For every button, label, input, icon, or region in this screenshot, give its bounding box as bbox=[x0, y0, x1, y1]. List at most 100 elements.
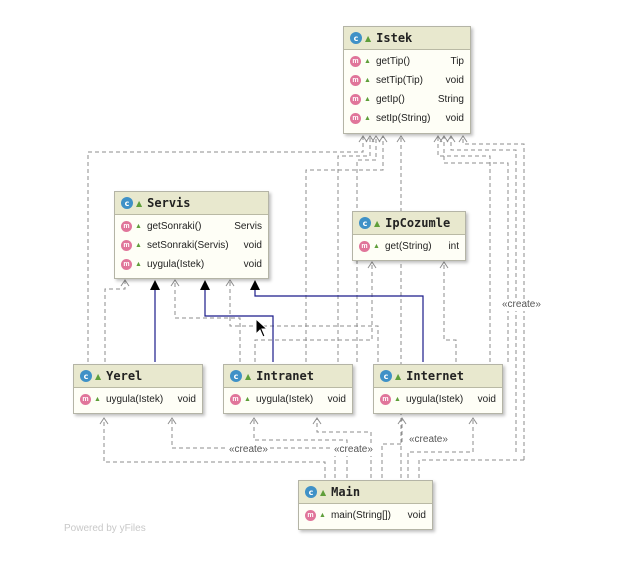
method-name: uygula(Istek) bbox=[405, 394, 464, 405]
visibility-icon: ▲ bbox=[135, 261, 142, 268]
method-type: int bbox=[448, 241, 459, 252]
class-icon: c bbox=[121, 197, 133, 209]
method-type: void bbox=[477, 394, 496, 405]
create-label-intranet: «create» bbox=[333, 444, 374, 456]
method-icon: m bbox=[230, 394, 241, 405]
mouse-cursor-icon bbox=[255, 318, 269, 338]
method-type: void bbox=[177, 394, 196, 405]
dependency-edges bbox=[87, 136, 525, 478]
visibility-icon: ▲ bbox=[135, 242, 142, 249]
class-header: c ▲ Istek bbox=[344, 27, 470, 50]
method-row[interactable]: m▲ uygula(Istek) void bbox=[224, 390, 352, 409]
method-name: uygula(Istek) bbox=[255, 394, 314, 405]
visibility-icon: ▲ bbox=[395, 371, 402, 381]
method-type: void bbox=[445, 75, 464, 86]
inheritance-arrowheads bbox=[150, 280, 260, 290]
class-main[interactable]: c ▲ Main m▲main(String[])void bbox=[298, 480, 433, 530]
visibility-icon: ▲ bbox=[394, 396, 401, 403]
method-row[interactable]: m▲ uygula(Istek) void bbox=[74, 390, 202, 409]
class-yerel[interactable]: c ▲ Yerel m▲uygula(Istek)void bbox=[73, 364, 203, 414]
method-name: setSonraki(Servis) bbox=[146, 240, 229, 251]
visibility-icon: ▲ bbox=[95, 371, 102, 381]
method-row[interactable]: m▲ uygula(Istek) void bbox=[374, 390, 502, 409]
class-icon: c bbox=[380, 370, 392, 382]
inheritance-edges bbox=[154, 288, 424, 362]
visibility-icon: ▲ bbox=[94, 396, 101, 403]
visibility-icon: ▲ bbox=[364, 77, 371, 84]
method-type: void bbox=[243, 259, 262, 270]
visibility-icon: ▲ bbox=[136, 198, 143, 208]
class-istek[interactable]: c ▲ Istek m▲getTip()Tip m▲setTip(Tip)voi… bbox=[343, 26, 471, 134]
visibility-icon: ▲ bbox=[320, 487, 327, 497]
class-servis[interactable]: c ▲ Servis m▲getSonraki()Servis m▲setSon… bbox=[114, 191, 269, 279]
class-icon: c bbox=[359, 217, 371, 229]
method-icon: m bbox=[350, 113, 361, 124]
class-title: Internet bbox=[406, 369, 464, 383]
method-row[interactable]: m▲ main(String[]) void bbox=[299, 506, 432, 525]
visibility-icon: ▲ bbox=[245, 371, 252, 381]
class-header: c ▲ Yerel bbox=[74, 365, 202, 388]
method-name: getSonraki() bbox=[146, 221, 202, 232]
class-icon: c bbox=[305, 486, 317, 498]
method-icon: m bbox=[121, 221, 132, 232]
method-icon: m bbox=[121, 259, 132, 270]
method-name: setIp(String) bbox=[375, 113, 431, 124]
method-type: Servis bbox=[234, 221, 262, 232]
visibility-icon: ▲ bbox=[135, 223, 142, 230]
method-row[interactable]: m▲ getSonraki() Servis bbox=[115, 217, 268, 236]
method-name: uygula(Istek) bbox=[146, 259, 205, 270]
class-icon: c bbox=[80, 370, 92, 382]
class-icon: c bbox=[350, 32, 362, 44]
class-header: c ▲ Internet bbox=[374, 365, 502, 388]
method-row[interactable]: m▲ getTip() Tip bbox=[344, 52, 470, 71]
class-header: c ▲ Intranet bbox=[224, 365, 352, 388]
method-name: uygula(Istek) bbox=[105, 394, 164, 405]
method-name: get(String) bbox=[384, 241, 432, 252]
method-row[interactable]: m▲ setTip(Tip) void bbox=[344, 71, 470, 90]
method-icon: m bbox=[80, 394, 91, 405]
class-title: Servis bbox=[147, 196, 191, 210]
visibility-icon: ▲ bbox=[319, 512, 326, 519]
create-label-istek: «create» bbox=[501, 299, 542, 311]
visibility-icon: ▲ bbox=[365, 33, 372, 43]
visibility-icon: ▲ bbox=[373, 243, 380, 250]
visibility-icon: ▲ bbox=[364, 115, 371, 122]
method-row[interactable]: m▲ getIp() String bbox=[344, 90, 470, 109]
method-icon: m bbox=[380, 394, 391, 405]
method-name: main(String[]) bbox=[330, 510, 391, 521]
class-intranet[interactable]: c ▲ Intranet m▲uygula(Istek)void bbox=[223, 364, 353, 414]
method-type: void bbox=[445, 113, 464, 124]
method-type: String bbox=[437, 94, 464, 105]
visibility-icon: ▲ bbox=[364, 96, 371, 103]
static-method-icon: m bbox=[305, 510, 316, 521]
method-row[interactable]: m▲ uygula(Istek) void bbox=[115, 255, 268, 274]
class-title: Istek bbox=[376, 31, 413, 45]
visibility-icon: ▲ bbox=[364, 58, 371, 65]
visibility-icon: ▲ bbox=[244, 396, 251, 403]
visibility-icon: ▲ bbox=[374, 218, 381, 228]
method-row[interactable]: m▲ get(String) int bbox=[353, 237, 465, 256]
method-type: Tip bbox=[450, 56, 464, 67]
class-header: c ▲ Servis bbox=[115, 192, 268, 215]
class-internet[interactable]: c ▲ Internet m▲uygula(Istek)void bbox=[373, 364, 503, 414]
method-icon: m bbox=[350, 75, 361, 86]
method-icon: m bbox=[350, 94, 361, 105]
method-icon: m bbox=[350, 56, 361, 67]
method-name: setTip(Tip) bbox=[375, 75, 423, 86]
class-header: c ▲ IpCozumle bbox=[353, 212, 465, 235]
method-row[interactable]: m▲ setIp(String) void bbox=[344, 109, 470, 128]
class-title: Intranet bbox=[256, 369, 314, 383]
class-ipcozumle[interactable]: c ▲ IpCozumle m▲get(String)int bbox=[352, 211, 466, 261]
method-type: void bbox=[243, 240, 262, 251]
class-title: Yerel bbox=[106, 369, 143, 383]
class-title: Main bbox=[331, 485, 361, 499]
method-icon: m bbox=[121, 240, 132, 251]
class-icon: c bbox=[230, 370, 242, 382]
method-type: void bbox=[407, 510, 426, 521]
method-name: getIp() bbox=[375, 94, 405, 105]
method-icon: m bbox=[359, 241, 370, 252]
method-name: getTip() bbox=[375, 56, 411, 67]
method-row[interactable]: m▲ setSonraki(Servis) void bbox=[115, 236, 268, 255]
method-type: void bbox=[327, 394, 346, 405]
